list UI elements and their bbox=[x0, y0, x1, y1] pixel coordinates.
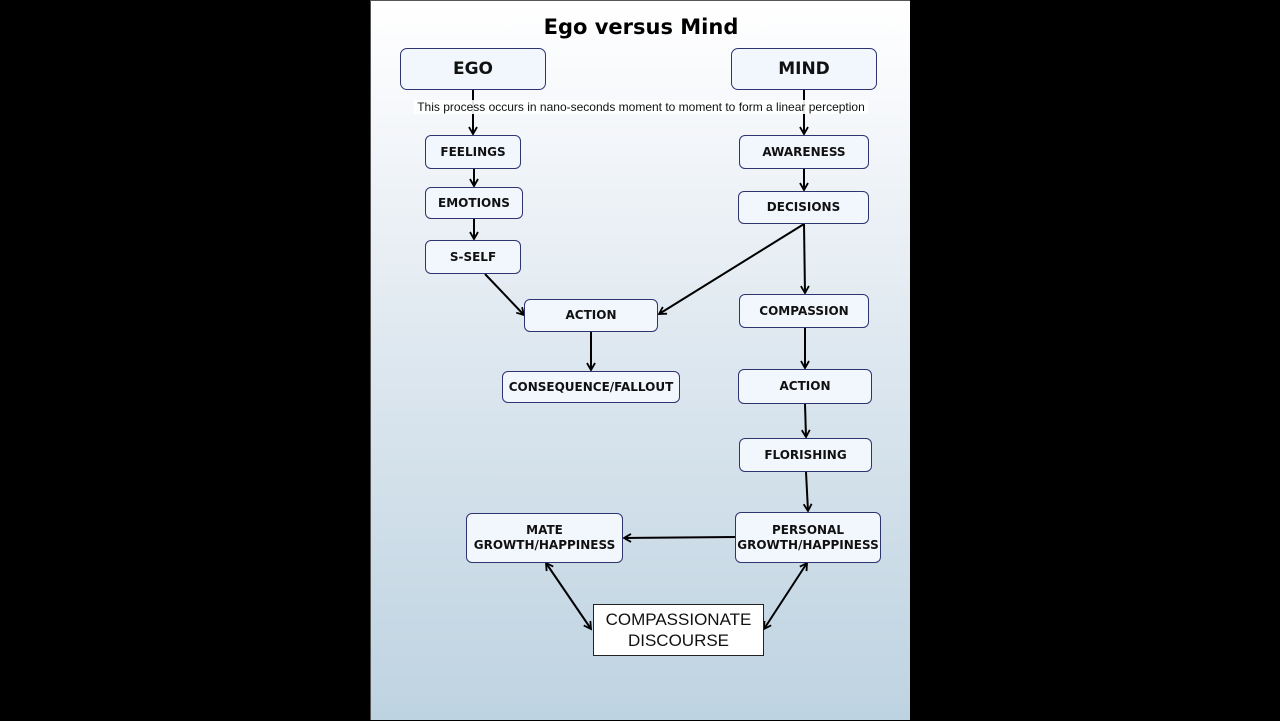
node-consequence-label: CONSEQUENCE/FALLOUT bbox=[508, 379, 674, 394]
node-awareness-label: AWARENESS bbox=[762, 144, 846, 159]
node-mate-growth-line1: MATE bbox=[526, 523, 563, 537]
node-florishing-label: FLORISHING bbox=[764, 447, 847, 462]
node-florishing: FLORISHING bbox=[739, 438, 872, 472]
process-note: This process occurs in nano-seconds mome… bbox=[371, 100, 911, 114]
node-mind: MIND bbox=[731, 48, 877, 90]
node-feelings: FEELINGS bbox=[425, 135, 521, 169]
node-mind-action-label: ACTION bbox=[779, 379, 831, 393]
node-feelings-label: FEELINGS bbox=[440, 144, 506, 159]
node-ego-label: EGO bbox=[452, 58, 494, 79]
node-s-self-label: S-SELF bbox=[449, 249, 497, 264]
arrow-sself-action bbox=[484, 273, 526, 317]
node-compassionate-discourse: COMPASSIONATE DISCOURSE bbox=[593, 604, 764, 656]
arrow-action-florishing bbox=[801, 403, 811, 439]
node-ego: EGO bbox=[400, 48, 546, 90]
node-mate-growth: MATE GROWTH/HAPPINESS bbox=[466, 513, 623, 563]
node-ego-action: ACTION bbox=[524, 299, 658, 332]
arrow-decisions-compassion bbox=[800, 223, 810, 295]
node-mate-growth-line2: GROWTH/HAPPINESS bbox=[473, 538, 616, 552]
arrow-personal-discourse bbox=[763, 561, 808, 631]
diagram-title: Ego versus Mind bbox=[543, 15, 739, 39]
arrow-personal-mate bbox=[622, 533, 736, 543]
process-note-text: This process occurs in nano-seconds mome… bbox=[414, 100, 868, 114]
node-consequence: CONSEQUENCE/FALLOUT bbox=[502, 371, 680, 403]
node-personal-growth-line2: GROWTH/HAPPINESS bbox=[737, 537, 879, 552]
slide: Ego versus Mind EGO MIND This process oc… bbox=[370, 0, 910, 720]
node-s-self: S-SELF bbox=[425, 240, 521, 274]
node-personal-growth: PERSONAL GROWTH/HAPPINESS bbox=[735, 512, 881, 563]
arrow-mate-discourse bbox=[544, 561, 593, 631]
node-mind-action: ACTION bbox=[738, 369, 872, 404]
arrow-decisions-action bbox=[657, 223, 805, 315]
arrow-florishing-personal bbox=[802, 471, 813, 513]
node-personal-growth-line1: PERSONAL bbox=[771, 522, 845, 537]
node-mind-label: MIND bbox=[778, 58, 830, 79]
node-emotions-label: EMOTIONS bbox=[438, 195, 510, 210]
node-awareness: AWARENESS bbox=[739, 135, 869, 169]
node-emotions: EMOTIONS bbox=[425, 187, 523, 219]
node-decisions: DECISIONS bbox=[738, 191, 869, 224]
node-compassion-label: COMPASSION bbox=[759, 303, 849, 318]
node-compassion: COMPASSION bbox=[739, 294, 869, 328]
node-discourse-line1: COMPASSIONATE bbox=[605, 610, 752, 629]
node-discourse-line2: DISCOURSE bbox=[627, 631, 730, 650]
node-ego-action-label: ACTION bbox=[565, 308, 617, 322]
node-decisions-label: DECISIONS bbox=[766, 200, 841, 214]
